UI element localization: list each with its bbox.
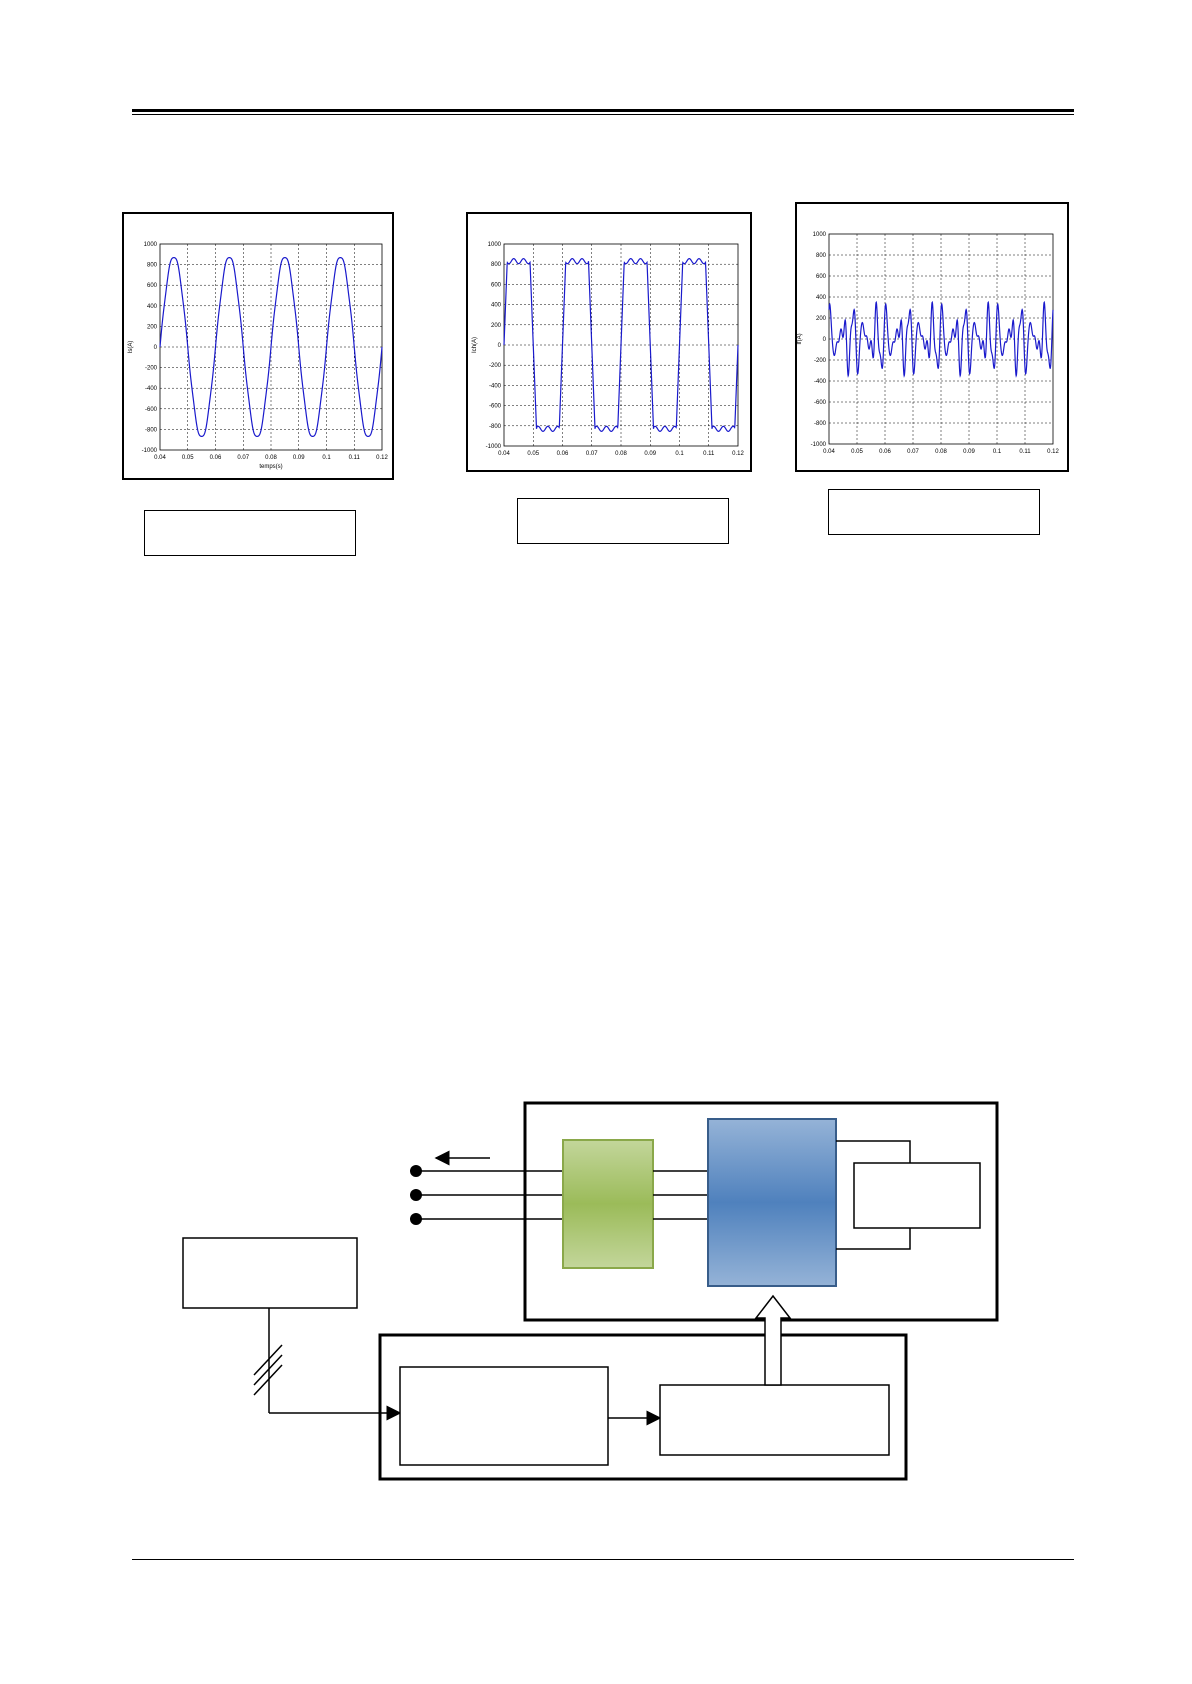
y-tick-label: 400 [491, 303, 502, 309]
y-tick-label: -1000 [486, 444, 502, 450]
caption-box-2 [517, 498, 729, 544]
y-tick-label: 0 [823, 337, 827, 343]
x-tick-label: 0.1 [322, 455, 331, 461]
x-tick-label: 0.12 [376, 455, 388, 461]
x-tick-label: 0.09 [644, 451, 656, 457]
y-tick-label: -800 [489, 424, 502, 430]
figure-filter-current: 0.04 0.05 0.06 0.07 0.08 0.09 0.1 0.11 0.12 1000 8… [795, 202, 1069, 472]
dc-storage-box [853, 1162, 981, 1229]
upper-system-box [523, 1101, 999, 1322]
y-tick-label: -400 [145, 386, 158, 392]
command-signal-arrow [754, 1294, 792, 1386]
x-tick-label: 0.1 [993, 449, 1002, 455]
caption-box-1 [144, 510, 356, 556]
y-tick-label: 1000 [488, 242, 502, 248]
y-tick-label: 200 [147, 324, 158, 330]
caption-box-3 [828, 489, 1040, 535]
y-tick-label: -1000 [142, 448, 158, 454]
y-tick-label: -200 [814, 358, 827, 364]
x-tick-label: 0.05 [182, 455, 194, 461]
y-tick-label: -200 [489, 363, 502, 369]
y-tick-label: 0 [154, 345, 158, 351]
chart-load-current: 0.04 0.05 0.06 0.07 0.08 0.09 0.1 0.11 0.12 1000 8… [472, 242, 744, 457]
y-tick-label: 800 [816, 253, 827, 259]
x-tick-label: 0.12 [1047, 449, 1059, 455]
y-axis-label: Is(A) [128, 341, 134, 354]
x-tick-label: 0.09 [963, 449, 975, 455]
series-line [503, 258, 739, 432]
filter-block [562, 1139, 654, 1269]
y-tick-label: 600 [816, 274, 827, 280]
y-tick-label: -400 [814, 379, 827, 385]
y-tick-label: 0 [498, 343, 502, 349]
x-tick-label: 0.05 [851, 449, 863, 455]
x-tick-label: 0.08 [615, 451, 627, 457]
control-command-box [659, 1384, 890, 1456]
y-tick-label: 1000 [813, 232, 827, 238]
x-tick-label: 0.05 [527, 451, 539, 457]
y-tick-label: 600 [491, 282, 502, 288]
header-rule-bottom [132, 114, 1074, 115]
chart-source-current: 0.04 0.05 0.06 0.07 0.08 0.09 0.1 0.11 0.12 1000 8… [128, 242, 388, 470]
x-tick-label: 0.11 [1019, 449, 1031, 455]
y-tick-label: -600 [814, 400, 827, 406]
series-line [159, 256, 383, 437]
y-axis-label: Ich(A) [472, 337, 478, 353]
x-tick-label: 0.04 [823, 449, 835, 455]
x-tick-label: 0.06 [210, 455, 222, 461]
y-tick-label: 200 [491, 323, 502, 329]
y-tick-label: -800 [814, 421, 827, 427]
x-tick-label: 0.08 [265, 455, 277, 461]
x-tick-label: 0.09 [293, 455, 305, 461]
figure-source-current: 0.04 0.05 0.06 0.07 0.08 0.09 0.1 0.11 0.12 1000 8… [122, 212, 394, 480]
three-phase-lines [410, 1165, 563, 1225]
y-tick-label: 200 [816, 316, 827, 322]
terminal-dot-1 [410, 1165, 422, 1177]
inverter-block [707, 1118, 837, 1287]
terminal-dot-3 [410, 1213, 422, 1225]
x-axis-label: temps(s) [259, 464, 282, 470]
terminal-dot-2 [410, 1189, 422, 1201]
x-tick-label: 0.07 [907, 449, 919, 455]
x-tick-label: 0.07 [586, 451, 598, 457]
y-tick-label: -800 [145, 427, 158, 433]
lower-control-box [378, 1333, 908, 1481]
measurement-box [182, 1237, 358, 1309]
figure-load-current: 0.04 0.05 0.06 0.07 0.08 0.09 0.1 0.11 0.12 1000 8… [466, 212, 752, 472]
x-tick-label: 0.04 [154, 455, 166, 461]
x-tick-label: 0.06 [557, 451, 569, 457]
x-tick-label: 0.07 [237, 455, 249, 461]
reference-identification-box [399, 1366, 609, 1466]
y-axis-label: If(A) [797, 333, 803, 344]
x-tick-label: 0.12 [732, 451, 744, 457]
x-tick-label: 0.11 [703, 451, 715, 457]
y-tick-label: 1000 [144, 242, 158, 248]
series-line [828, 300, 1054, 378]
x-tick-label: 0.06 [879, 449, 891, 455]
y-tick-label: 600 [147, 283, 158, 289]
chart-filter-current: 0.04 0.05 0.06 0.07 0.08 0.09 0.1 0.11 0.12 1000 8… [797, 232, 1059, 455]
y-tick-label: -600 [489, 404, 502, 410]
y-tick-label: -1000 [811, 442, 827, 448]
header-rule-top [132, 109, 1074, 112]
y-tick-label: 400 [816, 295, 827, 301]
y-tick-label: -200 [145, 366, 158, 372]
x-tick-label: 0.08 [935, 449, 947, 455]
y-tick-label: 400 [147, 304, 158, 310]
x-tick-label: 0.11 [349, 455, 361, 461]
x-tick-label: 0.04 [498, 451, 510, 457]
y-tick-label: -400 [489, 383, 502, 389]
x-tick-label: 0.1 [675, 451, 684, 457]
y-tick-label: 800 [491, 262, 502, 268]
block-diagram [182, 1101, 999, 1481]
y-tick-label: -600 [145, 407, 158, 413]
y-tick-label: 800 [147, 263, 158, 269]
footer-rule [132, 1559, 1074, 1560]
